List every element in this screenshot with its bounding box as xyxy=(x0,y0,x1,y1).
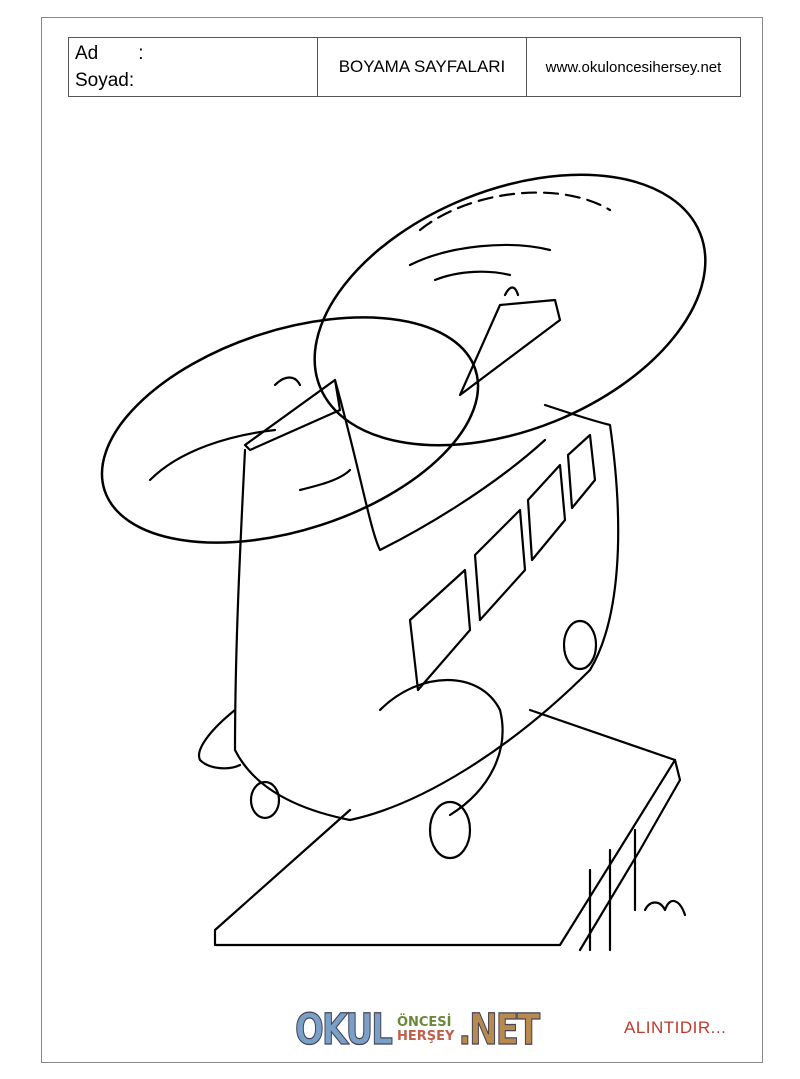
surname-label: Soyad: xyxy=(75,70,135,91)
logo-middle: ÖNCESİ HERŞEY xyxy=(397,1016,454,1044)
name-label: Ad xyxy=(75,43,99,64)
site-logo: OKUL ÖNCESİ HERŞEY .NET xyxy=(295,1004,541,1055)
website-url: www.okuloncesihersey.net xyxy=(526,37,741,97)
page-frame xyxy=(41,17,763,1063)
logo-word-okul: OKUL xyxy=(295,1004,394,1055)
name-colon: : xyxy=(138,43,144,64)
name-cell: Ad : Soyad: xyxy=(68,37,318,97)
logo-word-net: .NET xyxy=(458,1004,541,1055)
credit-text: ALINTIDIR... xyxy=(624,1018,727,1037)
page-title: BOYAMA SAYFALARI xyxy=(317,37,527,97)
logo-word-oncesi: ÖNCESİ xyxy=(396,1015,452,1030)
logo-word-hersey: HERŞEY xyxy=(396,1029,455,1044)
header-table: Ad : Soyad: BOYAMA SAYFALARI www.okulonc… xyxy=(68,37,741,97)
helicopter-drawing xyxy=(90,150,730,980)
